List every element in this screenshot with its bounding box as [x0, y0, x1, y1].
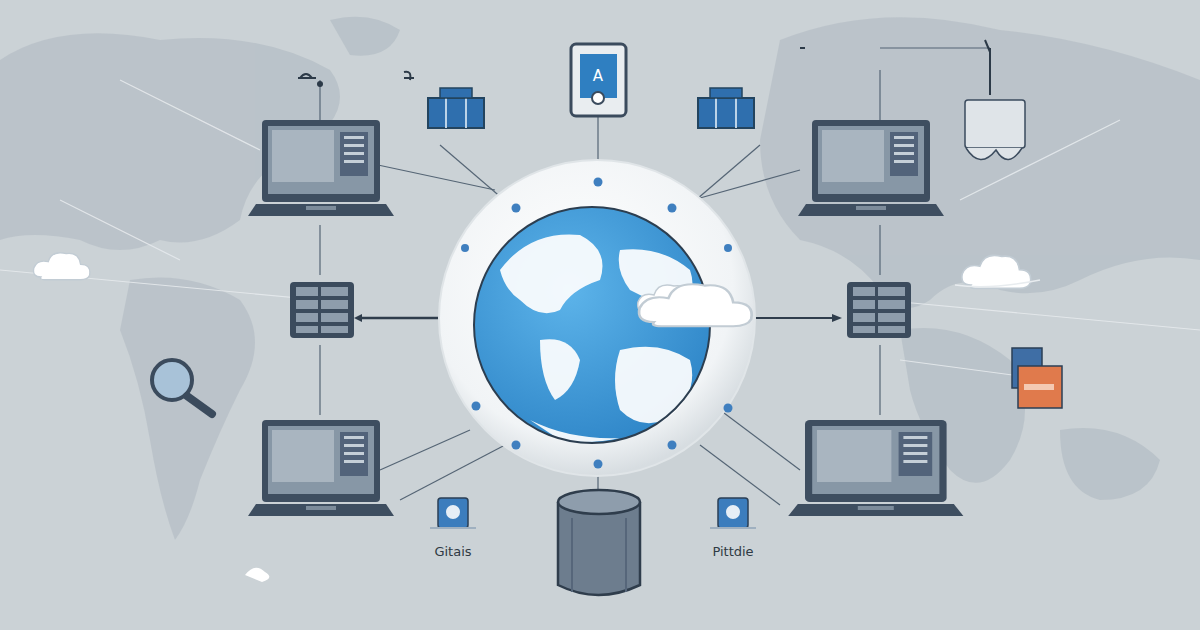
screen-glyph: A — [593, 69, 603, 84]
icon-caption: Gitais — [434, 545, 471, 558]
icon-caption: Pittdie — [712, 545, 753, 558]
